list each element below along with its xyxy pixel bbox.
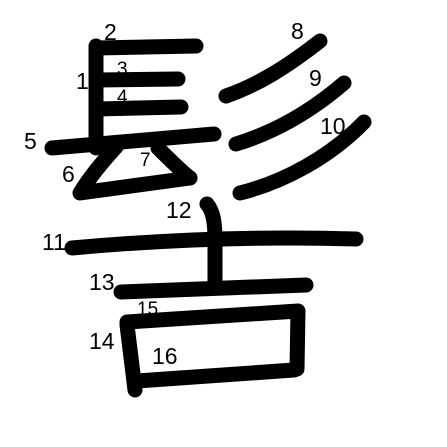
stroke-5: [44, 126, 222, 156]
stroke-3: [88, 71, 186, 88]
stroke-number-7: 7: [140, 150, 151, 171]
stroke-10: [232, 114, 372, 201]
stroke-8: [218, 33, 328, 104]
stroke-number-2: 2: [104, 19, 117, 45]
stroke-number-13: 13: [89, 269, 115, 295]
stroke-6: [72, 139, 198, 201]
stroke-number-4: 4: [117, 87, 128, 108]
stroke-number-16: 16: [152, 343, 178, 369]
stroke-13: [113, 277, 314, 300]
stroke-number-11: 11: [42, 229, 66, 255]
stroke-2: [88, 38, 204, 56]
stroke-number-5: 5: [24, 128, 37, 154]
stroke-number-14: 14: [89, 328, 115, 354]
stroke-number-6: 6: [62, 161, 75, 187]
stroke-7: [150, 140, 198, 186]
stroke-15: [119, 303, 306, 377]
stroke-4: [88, 99, 189, 117]
stroke-9: [228, 75, 352, 152]
stroke-number-15: 15: [137, 299, 158, 320]
stroke-number-9: 9: [309, 65, 322, 91]
stroke-16: [129, 362, 302, 389]
stroke-number-10: 10: [320, 113, 346, 139]
stroke-number-1: 1: [76, 68, 89, 94]
stroke-number-12: 12: [166, 197, 192, 223]
stroke-12: [199, 196, 223, 296]
stroke-number-3: 3: [117, 59, 128, 80]
stroke-number-8: 8: [291, 18, 304, 44]
